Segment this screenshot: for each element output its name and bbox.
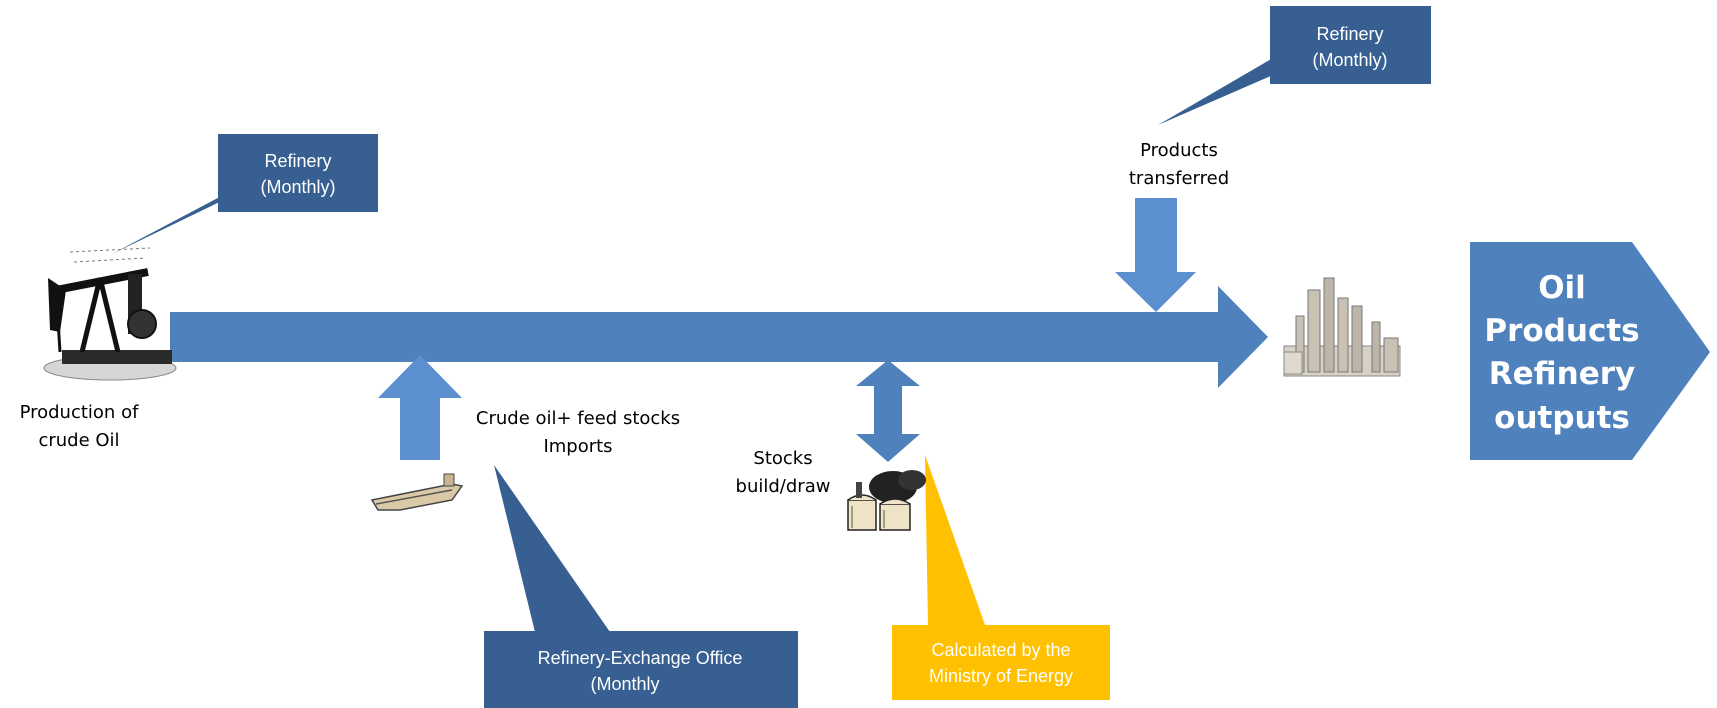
main-flow-arrow [170,286,1268,388]
products-callout-line1: Refinery [1316,24,1383,44]
products-callout-pointer [1158,48,1290,125]
oil-pump-jack-icon [43,247,177,381]
storage-tanks-icon [847,470,926,531]
production-callout-line1: Refinery [264,151,331,171]
stocks-callout-pointer [925,455,985,625]
products-label-line1: Products [1140,140,1218,161]
imports-label-line1: Crude oil+ feed stocks [476,408,680,429]
refinery-towers-icon [1283,277,1401,377]
imports-callout-line2: (Monthly [590,674,659,694]
stocks-label-line1: Stocks [753,448,812,469]
imports-callout-line1: Refinery-Exchange Office [538,648,743,668]
imports-label-line2: Imports [543,436,612,457]
production-callout-box [218,134,378,212]
stocks-double-arrow [856,360,920,462]
stocks-callout-line1: Calculated by the [931,640,1070,660]
products-callout-line2: (Monthly) [1312,50,1387,70]
output-line3: Refinery [1489,356,1635,392]
output-chevron [1470,242,1710,460]
products-callout-box [1270,6,1431,84]
production-label-line1: Production of [20,402,140,423]
production-callout-pointer [110,182,248,255]
imports-callout-box [484,631,798,708]
output-line1: Oil [1538,270,1586,306]
stocks-callout-line2: Ministry of Energy [929,666,1073,686]
tanker-ship-icon [370,473,464,511]
imports-callout-pointer [494,465,610,632]
products-down-arrow [1115,198,1196,312]
stocks-callout-box [892,625,1110,700]
output-line4: outputs [1494,400,1630,436]
production-label-line2: crude Oil [38,430,119,451]
products-label-line2: transferred [1129,168,1229,189]
imports-up-arrow [378,355,462,460]
production-callout-line2: (Monthly) [260,177,335,197]
stocks-label-line2: build/draw [736,476,831,497]
output-line2: Products [1484,313,1639,349]
